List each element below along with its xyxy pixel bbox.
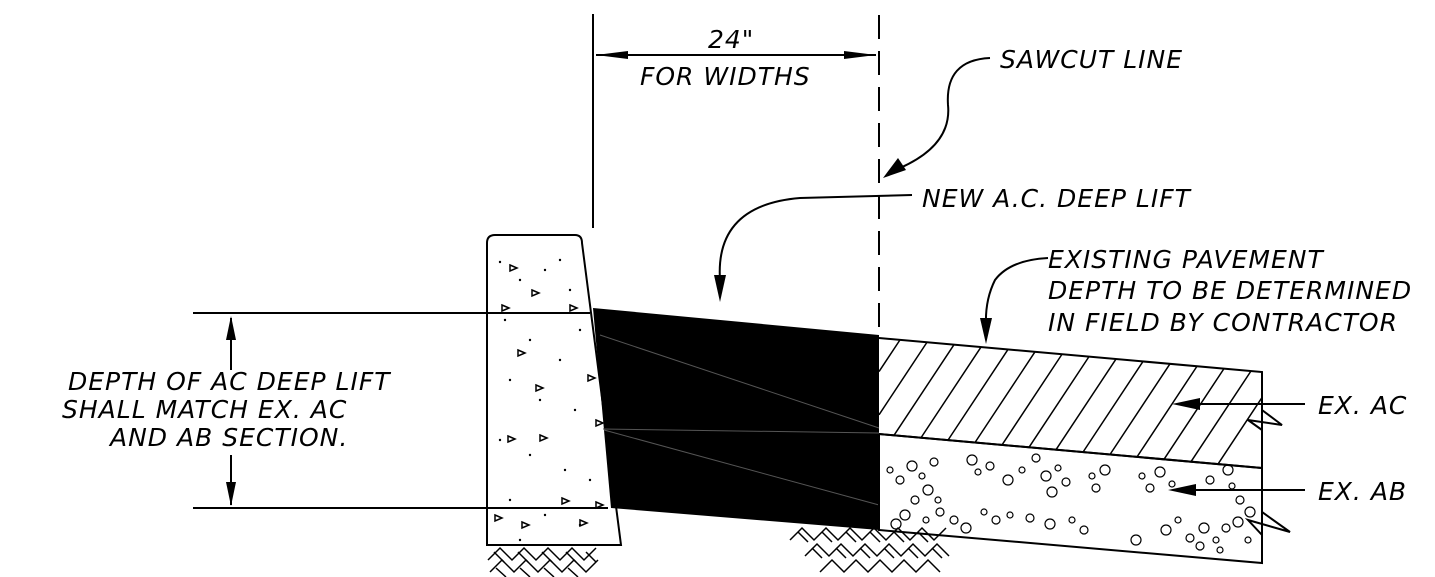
depth-note-label-2: SHALL MATCH EX. AC: [62, 395, 347, 424]
existing-ab-layer: [878, 434, 1291, 565]
existing-pavement-label-2: DEPTH TO BE DETERMINED: [1048, 276, 1412, 305]
sawcut-label: SAWCUT LINE: [1000, 45, 1183, 74]
depth-dimension: [193, 312, 608, 509]
depth-note-label-1: DEPTH OF AC DEEP LIFT: [68, 367, 391, 396]
concrete-curb: [486, 234, 623, 546]
width-dimension: [592, 14, 876, 228]
dimension-note-label: FOR WIDTHS: [640, 62, 811, 91]
curb-aggregate-stipple: [494, 258, 605, 542]
new-ac-label: NEW A.C. DEEP LIFT: [922, 184, 1192, 213]
sawcut-leader: [883, 57, 991, 178]
ex-ac-label: EX. AC: [1318, 391, 1407, 420]
existing-ac-hatch: [878, 339, 1263, 465]
existing-pavement-label-3: IN FIELD BY CONTRACTOR: [1048, 308, 1398, 337]
existing-ab-aggregate: [886, 453, 1256, 554]
new-ac-deep-lift: [593, 308, 880, 530]
new-ac-leader: [714, 194, 913, 302]
dimension-value-label: 24": [708, 25, 754, 54]
curb-subgrade-hatch: [487, 546, 599, 577]
ex-ac-leader: [1172, 398, 1305, 410]
subgrade-hatch: [789, 526, 950, 574]
existing-ac-layer: [878, 337, 1283, 470]
ex-ab-leader: [1168, 484, 1305, 496]
depth-note-label-3: AND AB SECTION.: [108, 423, 348, 452]
existing-pavement-leader: [980, 257, 1049, 344]
ex-ab-label: EX. AB: [1318, 477, 1407, 506]
existing-pavement-label-1: EXISTING PAVEMENT: [1048, 245, 1324, 274]
